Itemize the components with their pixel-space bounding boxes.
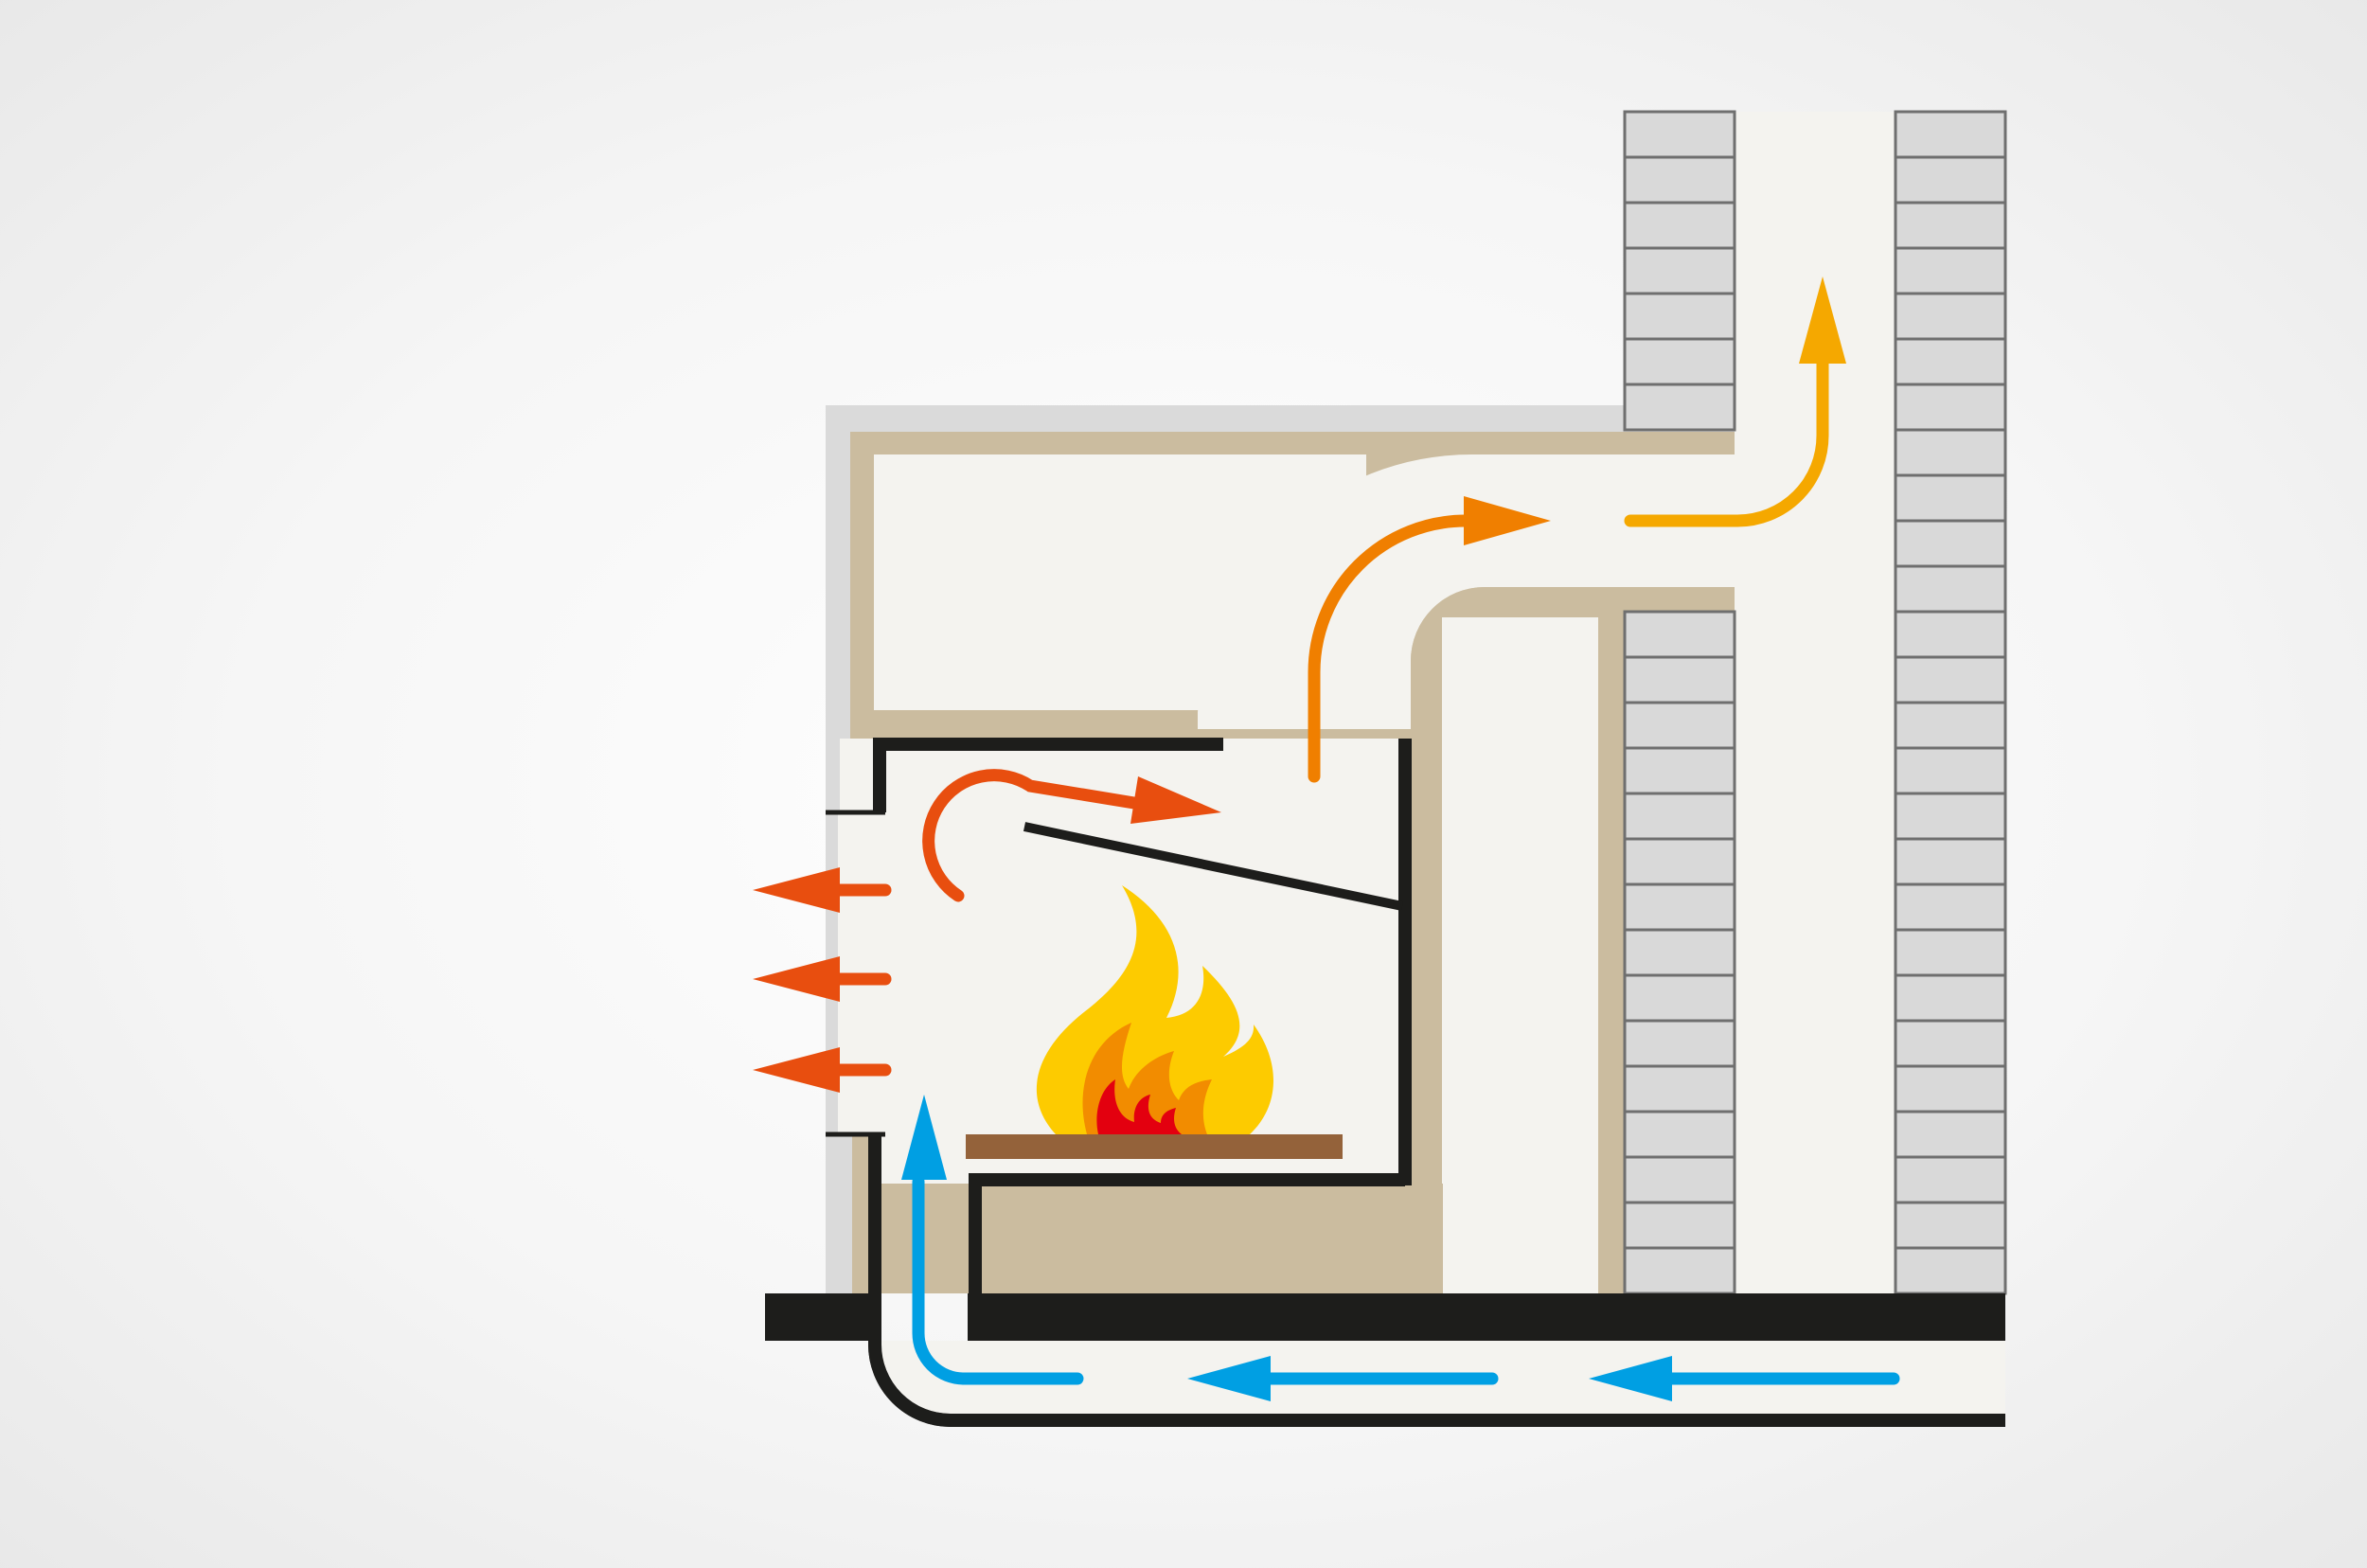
- brick: [1894, 110, 2007, 159]
- brick: [1623, 792, 1736, 841]
- brick: [1623, 1019, 1736, 1068]
- brick: [1623, 337, 1736, 386]
- cold-air-supply: [912, 1175, 1900, 1385]
- brick: [1894, 155, 2007, 205]
- brick: [1894, 973, 2007, 1023]
- firebox-floor-outline: [969, 1173, 1405, 1343]
- arrow-left-icon: [1589, 1356, 1672, 1401]
- arrow-left-icon: [1187, 1356, 1271, 1401]
- brick: [1623, 882, 1736, 932]
- brick: [1623, 246, 1736, 295]
- warm-air-recirculation: [922, 769, 1152, 902]
- brick: [1894, 1201, 2007, 1250]
- brick-wall-left-upper: [1623, 110, 1736, 432]
- brick: [1623, 610, 1736, 659]
- brick: [1894, 519, 2007, 568]
- brick: [1894, 837, 2007, 886]
- brick: [1894, 792, 2007, 841]
- brick: [1623, 746, 1736, 795]
- brick: [1623, 292, 1736, 341]
- grate: [966, 1134, 1343, 1159]
- brick: [1623, 928, 1736, 977]
- brick: [1894, 655, 2007, 704]
- brick: [1623, 837, 1736, 886]
- floor-slab-right: [968, 1293, 2005, 1341]
- brick: [1894, 928, 2007, 977]
- brick: [1623, 701, 1736, 750]
- brick: [1894, 473, 2007, 523]
- brick: [1623, 155, 1736, 205]
- brick: [1894, 746, 2007, 795]
- duct-interior: [1442, 617, 1598, 1293]
- firebox-base: [971, 1184, 1443, 1293]
- brick: [1894, 428, 2007, 477]
- arrow-left-icon: [753, 956, 840, 1002]
- cold-air-line-1: [912, 1175, 1084, 1385]
- brick: [1894, 1019, 2007, 1068]
- flame-icon: [1036, 885, 1273, 1134]
- brick: [1894, 701, 2007, 750]
- arrow-right-icon: [1464, 496, 1551, 545]
- brick: [1894, 201, 2007, 250]
- brick: [1623, 201, 1736, 250]
- brick: [1623, 110, 1736, 159]
- chimney: [1623, 110, 2007, 1295]
- baffle-plate: [1023, 822, 1404, 911]
- warm-air-outlets: [827, 883, 892, 1077]
- brick: [1894, 1155, 2007, 1204]
- brick: [1623, 383, 1736, 432]
- front-cladding-lower: [826, 1136, 852, 1293]
- brick: [1894, 1110, 2007, 1159]
- arrow-up-icon: [901, 1095, 947, 1180]
- brick: [1894, 292, 2007, 341]
- brick: [1894, 882, 2007, 932]
- arrow-right-icon: [1130, 776, 1221, 824]
- brick: [1623, 655, 1736, 704]
- firebox-top-outline: [873, 738, 1223, 812]
- floor-slab-left: [765, 1293, 877, 1341]
- convection-channel: [1198, 454, 1735, 729]
- arrow-up-icon: [1799, 276, 1846, 364]
- arrow-left-icon: [753, 867, 840, 913]
- air-duct-outline-redraw: [868, 1335, 2005, 1427]
- brick: [1623, 973, 1736, 1023]
- hot-gas-flow: [1308, 514, 1484, 783]
- flame-inner: [1096, 1079, 1182, 1134]
- flue-exhaust: [1624, 353, 1829, 527]
- brick: [1623, 1064, 1736, 1114]
- brick: [1894, 383, 2007, 432]
- fireplace-housing: [826, 405, 1735, 1293]
- brick: [1894, 246, 2007, 295]
- brick: [1623, 1155, 1736, 1204]
- brick: [1623, 1246, 1736, 1295]
- brick: [1623, 1110, 1736, 1159]
- brick: [1894, 1064, 2007, 1114]
- brick-wall-left-lower: [1623, 610, 1736, 1295]
- brick: [1894, 610, 2007, 659]
- flue-channel: [1735, 112, 1895, 1293]
- front-insulation-lower: [852, 1136, 871, 1293]
- brick: [1894, 564, 2007, 614]
- brick-wall-right: [1894, 110, 2007, 1295]
- brick: [1894, 337, 2007, 386]
- arrow-left-icon: [753, 1047, 840, 1093]
- brick: [1894, 1246, 2007, 1295]
- brick: [1623, 1201, 1736, 1250]
